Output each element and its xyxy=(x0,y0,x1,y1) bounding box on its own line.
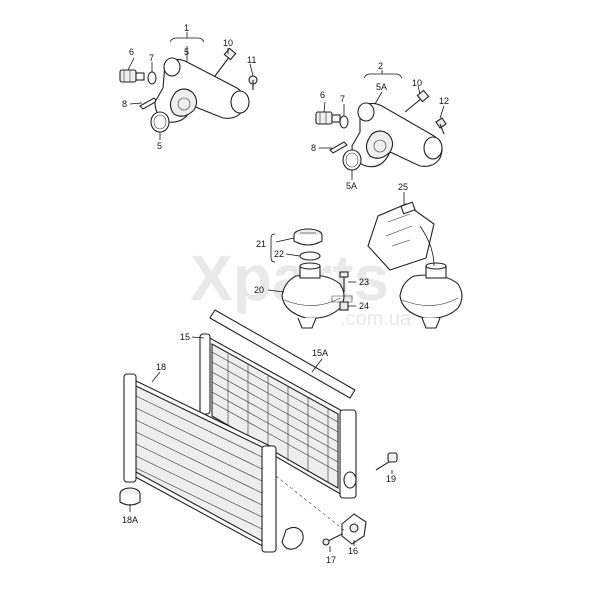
seal-ring-7-right xyxy=(339,115,349,129)
label-5A-top: 5A xyxy=(376,82,387,92)
expansion-tank-alt-view xyxy=(399,262,463,329)
label-22: 22 xyxy=(274,249,284,259)
filler-cap-21 xyxy=(293,228,323,246)
expansion-tank-20 xyxy=(281,262,345,329)
coolant-flange-5A-right xyxy=(351,102,443,168)
coolant-flange-assembly-left xyxy=(119,32,258,140)
bolt-10-left xyxy=(214,47,237,77)
screw-11-left xyxy=(248,75,258,90)
label-20: 20 xyxy=(254,285,264,295)
grommet-18A xyxy=(119,487,141,506)
mount-bracket-16 xyxy=(341,513,367,545)
coolant-flange-5-left xyxy=(154,57,250,123)
label-5-bottom: 5 xyxy=(157,141,162,151)
seal-strip-15A xyxy=(209,309,356,399)
screw-12 xyxy=(435,117,447,135)
retaining-clip-8-left xyxy=(139,97,158,110)
charge-air-cooler-assembly xyxy=(119,371,304,553)
bolt-19 xyxy=(375,452,398,471)
cap-seal-22 xyxy=(299,251,321,261)
label-16: 16 xyxy=(348,546,358,556)
label-11: 11 xyxy=(247,55,256,65)
watermark-domain: .com.ua xyxy=(340,308,412,330)
label-23: 23 xyxy=(359,277,369,287)
bolt-10-right xyxy=(404,89,430,113)
radiator-15 xyxy=(199,333,357,499)
label-7-left: 7 xyxy=(149,53,154,63)
label-15A: 15A xyxy=(312,348,328,358)
label-15: 15 xyxy=(180,332,190,342)
label-6-left: 6 xyxy=(129,47,134,57)
label-2: 2 xyxy=(378,61,383,71)
nut-24 xyxy=(339,301,349,311)
bolt-17 xyxy=(322,533,343,546)
charge-air-cooler-18 xyxy=(123,373,304,553)
label-18A: 18A xyxy=(122,515,138,525)
label-1: 1 xyxy=(184,23,189,33)
label-8-left: 8 xyxy=(122,99,127,109)
label-10-left: 10 xyxy=(223,38,233,48)
mounting-bracket-assembly xyxy=(275,452,398,552)
radiator-assembly xyxy=(191,309,357,499)
label-18: 18 xyxy=(156,362,166,372)
label-5-top: 5 xyxy=(184,47,189,57)
label-8-right: 8 xyxy=(311,143,316,153)
label-7-right: 7 xyxy=(340,94,345,104)
label-10-right: 10 xyxy=(412,78,422,88)
retaining-clip-8-right xyxy=(329,141,348,154)
label-17: 17 xyxy=(326,555,336,565)
temperature-sender-6-left xyxy=(119,69,145,83)
coolant-bottle-25 xyxy=(367,201,435,271)
seal-ring-7-left xyxy=(147,71,157,85)
coolant-flange-assembly-right xyxy=(315,70,447,180)
label-19: 19 xyxy=(386,474,396,484)
label-6-right: 6 xyxy=(320,90,325,100)
expansion-tank-assembly xyxy=(267,192,463,329)
temperature-sender-6-right xyxy=(315,111,341,125)
label-25: 25 xyxy=(398,182,408,192)
bolt-23 xyxy=(339,271,349,292)
label-5A-bottom: 5A xyxy=(346,181,357,191)
label-21: 21 xyxy=(256,239,266,249)
label-12: 12 xyxy=(439,96,449,106)
label-24: 24 xyxy=(359,301,369,311)
